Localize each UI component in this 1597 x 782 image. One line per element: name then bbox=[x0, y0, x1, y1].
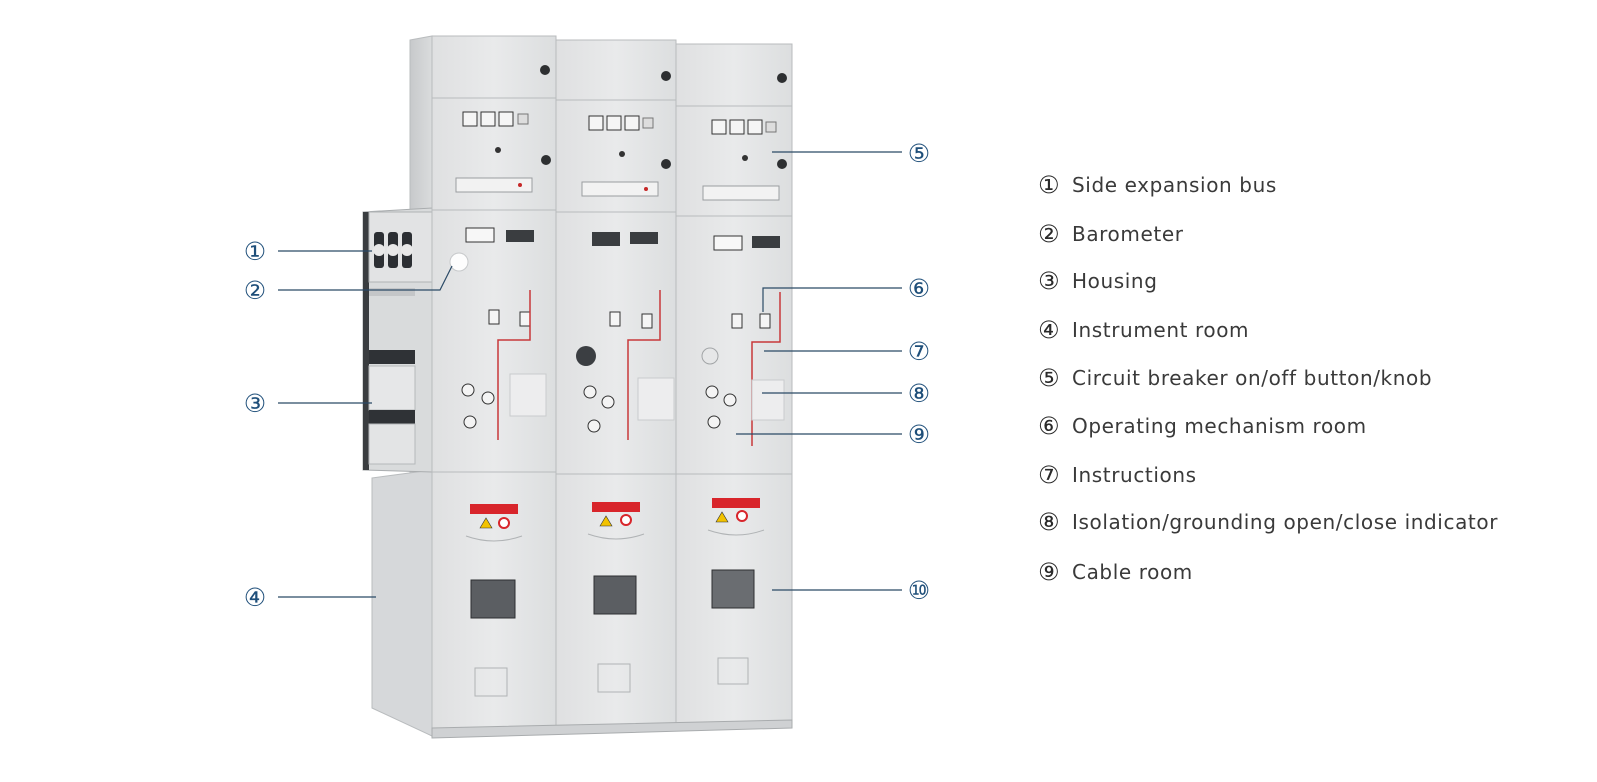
legend-label: Side expansion bus bbox=[1072, 173, 1277, 197]
meter-group-2 bbox=[588, 115, 654, 131]
legend-label: Cable room bbox=[1072, 560, 1193, 584]
legend-item: ⑥ Operating mechanism room bbox=[1038, 411, 1367, 441]
side-expansion-bus-housing bbox=[362, 207, 433, 473]
callout-10: ⑩ bbox=[908, 576, 930, 605]
warning-label-1 bbox=[465, 504, 523, 542]
legend-number: ⑥ bbox=[1038, 412, 1061, 440]
legend-number: ③ bbox=[1038, 267, 1061, 295]
legend-item: ⑤ Circuit breaker on/off button/knob bbox=[1038, 363, 1432, 393]
legend-number: ⑧ bbox=[1038, 508, 1061, 536]
barometer-gauge bbox=[449, 252, 469, 272]
callout-7: ⑦ bbox=[908, 337, 930, 366]
callout-8: ⑧ bbox=[908, 379, 930, 408]
legend-item: ③ Housing bbox=[1038, 266, 1158, 296]
cabinet-base bbox=[431, 719, 793, 739]
legend-number: ⑦ bbox=[1038, 461, 1061, 489]
legend-number: ④ bbox=[1038, 316, 1061, 344]
legend-label: Operating mechanism room bbox=[1072, 414, 1367, 438]
cabinet-cable-section bbox=[431, 471, 793, 729]
callout-3: ③ bbox=[244, 389, 266, 418]
legend-label: Barometer bbox=[1072, 222, 1184, 246]
viewing-window-2 bbox=[593, 575, 637, 615]
legend-item: ⑧ Isolation/grounding open/close indicat… bbox=[1038, 507, 1498, 537]
cabinet-mechanism-section bbox=[431, 209, 793, 475]
viewing-window-1 bbox=[470, 579, 516, 619]
legend-label: Isolation/grounding open/close indicator bbox=[1072, 510, 1499, 534]
warning-label-2 bbox=[587, 502, 645, 540]
callout-1: ① bbox=[244, 237, 266, 266]
legend-label: Circuit breaker on/off button/knob bbox=[1072, 366, 1433, 390]
callout-6: ⑥ bbox=[908, 274, 930, 303]
cabinet-relay-section bbox=[431, 97, 793, 217]
legend-number: ⑨ bbox=[1038, 558, 1061, 586]
legend-item: ② Barometer bbox=[1038, 219, 1184, 249]
legend-number: ② bbox=[1038, 220, 1061, 248]
callout-numbers: ① ② ③ ④ ⑤ ⑥ ⑦ ⑧ ⑨ ⑩ bbox=[244, 139, 930, 612]
leader-lines bbox=[278, 151, 902, 598]
callout-2: ② bbox=[244, 276, 266, 305]
legend-label: Instrument room bbox=[1072, 318, 1250, 342]
cabinet-top-section bbox=[431, 35, 793, 107]
meter-group-1 bbox=[462, 111, 529, 127]
leader-line-6 bbox=[762, 287, 902, 312]
leader-line-2 bbox=[278, 265, 453, 291]
legend-item: ① Side expansion bus bbox=[1038, 170, 1277, 200]
callout-5: ⑤ bbox=[908, 139, 930, 168]
meter-group-3 bbox=[711, 119, 777, 135]
legend-item: ④ Instrument room bbox=[1038, 315, 1249, 345]
legend-number: ⑤ bbox=[1038, 364, 1061, 392]
bus-bushings bbox=[373, 232, 413, 268]
legend-label: Instructions bbox=[1072, 463, 1197, 487]
legend-item: ⑦ Instructions bbox=[1038, 460, 1197, 490]
legend-label: Housing bbox=[1072, 269, 1158, 293]
legend-number: ① bbox=[1038, 171, 1061, 199]
warning-label-3 bbox=[707, 498, 765, 536]
callout-9: ⑨ bbox=[908, 420, 930, 449]
legend-item: ⑨ Cable room bbox=[1038, 557, 1193, 587]
viewing-window-3 bbox=[711, 569, 755, 609]
callout-4: ④ bbox=[244, 583, 266, 612]
